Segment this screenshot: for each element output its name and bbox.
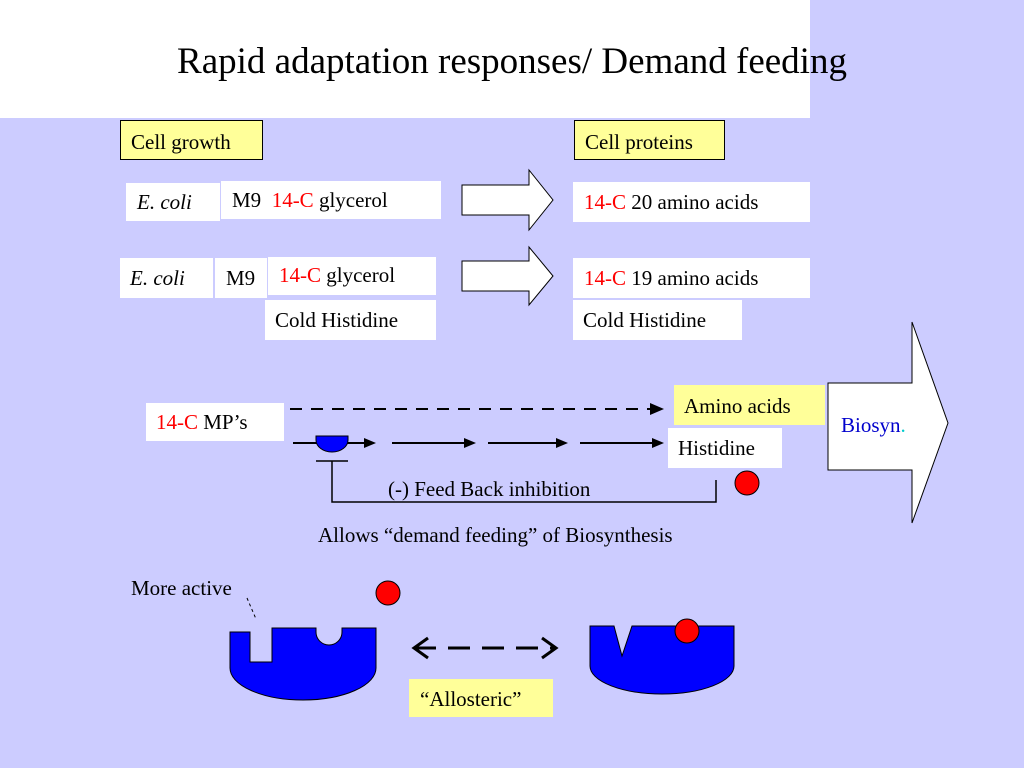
row2-block-arrow <box>461 245 554 307</box>
row1-block-arrow <box>461 168 554 232</box>
row1-medium: M9 <box>232 188 262 212</box>
feedback-line <box>331 461 717 503</box>
row2-medium-box: M9 <box>215 258 267 298</box>
allosteric-box: “Allosteric” <box>409 679 553 717</box>
enzyme-inactive-shape <box>589 625 735 695</box>
row1-medium-box: M9 14-C glycerol <box>221 181 441 219</box>
title-panel: Rapid adaptation responses/ Demand feedi… <box>0 0 847 118</box>
mps-box: 14-C MP’s <box>146 403 284 441</box>
row2-medium: M9 <box>226 266 256 290</box>
histidine-label: Histidine <box>678 436 755 460</box>
row1-substrate: glycerol <box>318 188 388 212</box>
row2-label: 14-C <box>279 263 321 287</box>
histidine-box: Histidine <box>668 428 782 468</box>
histidine-effector <box>734 470 760 496</box>
amino-acids-box: Amino acids <box>674 385 825 425</box>
amino-acids-label: Amino acids <box>684 394 791 418</box>
pathway-enzyme <box>315 435 349 453</box>
row2-supplement: Cold Histidine <box>275 308 399 332</box>
cell-growth-header: Cell growth <box>120 120 263 160</box>
row2-result-box: 14-C 19 amino acids <box>573 258 810 298</box>
more-active-label: More active <box>131 576 232 600</box>
cell-growth-label: Cell growth <box>131 130 231 154</box>
row2-result-label: 14-C <box>584 266 626 290</box>
row2-substrate: glycerol <box>326 263 396 287</box>
demand-feeding-caption: Allows “demand feeding” of Biosynthesis <box>318 523 673 547</box>
row1-organism-box: E. coli <box>126 183 220 221</box>
row1-result-label: 14-C <box>584 190 626 214</box>
cell-proteins-header: Cell proteins <box>574 120 725 160</box>
biosyn-label-wrap: Biosyn. <box>841 413 906 438</box>
row2-organism-box: E. coli <box>120 258 213 298</box>
feedback-label: (-) Feed Back inhibition <box>388 477 591 501</box>
row2-result-supplement: Cold Histidine <box>583 308 707 332</box>
mps-text: MP’s <box>203 410 248 434</box>
biosyn-label: Biosyn <box>841 413 901 437</box>
row2-substrate-box: 14-C glycerol <box>268 257 436 295</box>
bound-effector <box>674 618 700 644</box>
biosyn-dot: . <box>900 413 906 437</box>
mps-label: 14-C <box>156 410 198 434</box>
more-active-pointer <box>246 597 257 620</box>
row1-organism: E. coli <box>137 190 192 214</box>
row1-result-box: 14-C 20 amino acids <box>573 182 810 222</box>
dashed-arrowhead <box>650 403 664 415</box>
row2-result-supplement-box: Cold Histidine <box>573 300 742 340</box>
allosteric-label: “Allosteric” <box>420 687 522 711</box>
row2-supplement-box: Cold Histidine <box>265 300 436 340</box>
row1-result-text: 20 amino acids <box>631 190 759 214</box>
row2-result-text: 19 amino acids <box>631 266 759 290</box>
enzyme-active-shape <box>229 627 377 701</box>
cell-proteins-label: Cell proteins <box>585 130 693 154</box>
slide-title: Rapid adaptation responses/ Demand feedi… <box>177 41 847 82</box>
row1-label: 14-C <box>271 188 314 212</box>
free-effector <box>375 580 401 606</box>
row2-organism: E. coli <box>130 266 185 290</box>
biosyn-big-arrow <box>827 321 949 524</box>
